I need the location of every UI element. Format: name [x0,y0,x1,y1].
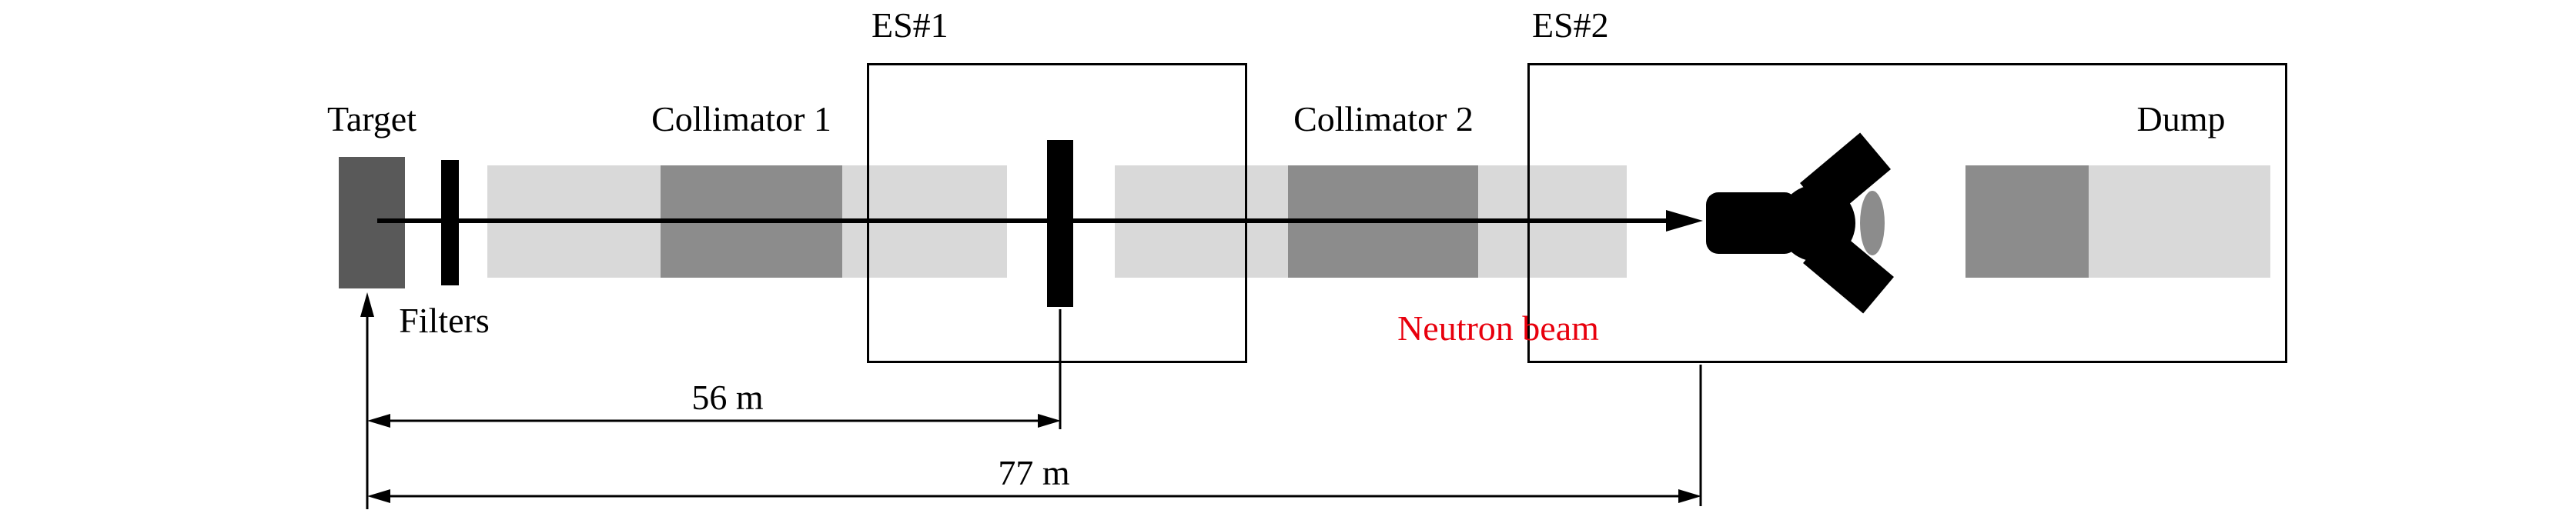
extension-line-target [360,292,374,509]
dimension-56m-label: 56 m [691,378,764,417]
es1-box [867,63,1247,363]
collimator-1-block [661,165,842,278]
collimator2-label: Collimator 2 [1293,99,1474,138]
dump-outer-block [2089,165,2270,278]
es2-label: ES#2 [1532,5,1609,45]
collimator-2-block [1288,165,1478,278]
es1-label: ES#1 [871,5,948,45]
collimator1-label: Collimator 1 [651,99,831,138]
target-block [339,157,405,288]
es1-slit-bar [1047,140,1073,307]
filters-label: Filters [399,301,490,340]
target-label: Target [327,99,417,138]
beam-tube-segment [487,165,661,278]
es2-box [1527,63,2287,363]
dump-label: Dump [2136,99,2226,138]
neutron-beam-label: Neutron beam [1397,308,1599,348]
dump-inner-block [1965,165,2089,278]
dimension-77m-label: 77 m [998,453,1070,492]
filters-bar [441,160,459,285]
